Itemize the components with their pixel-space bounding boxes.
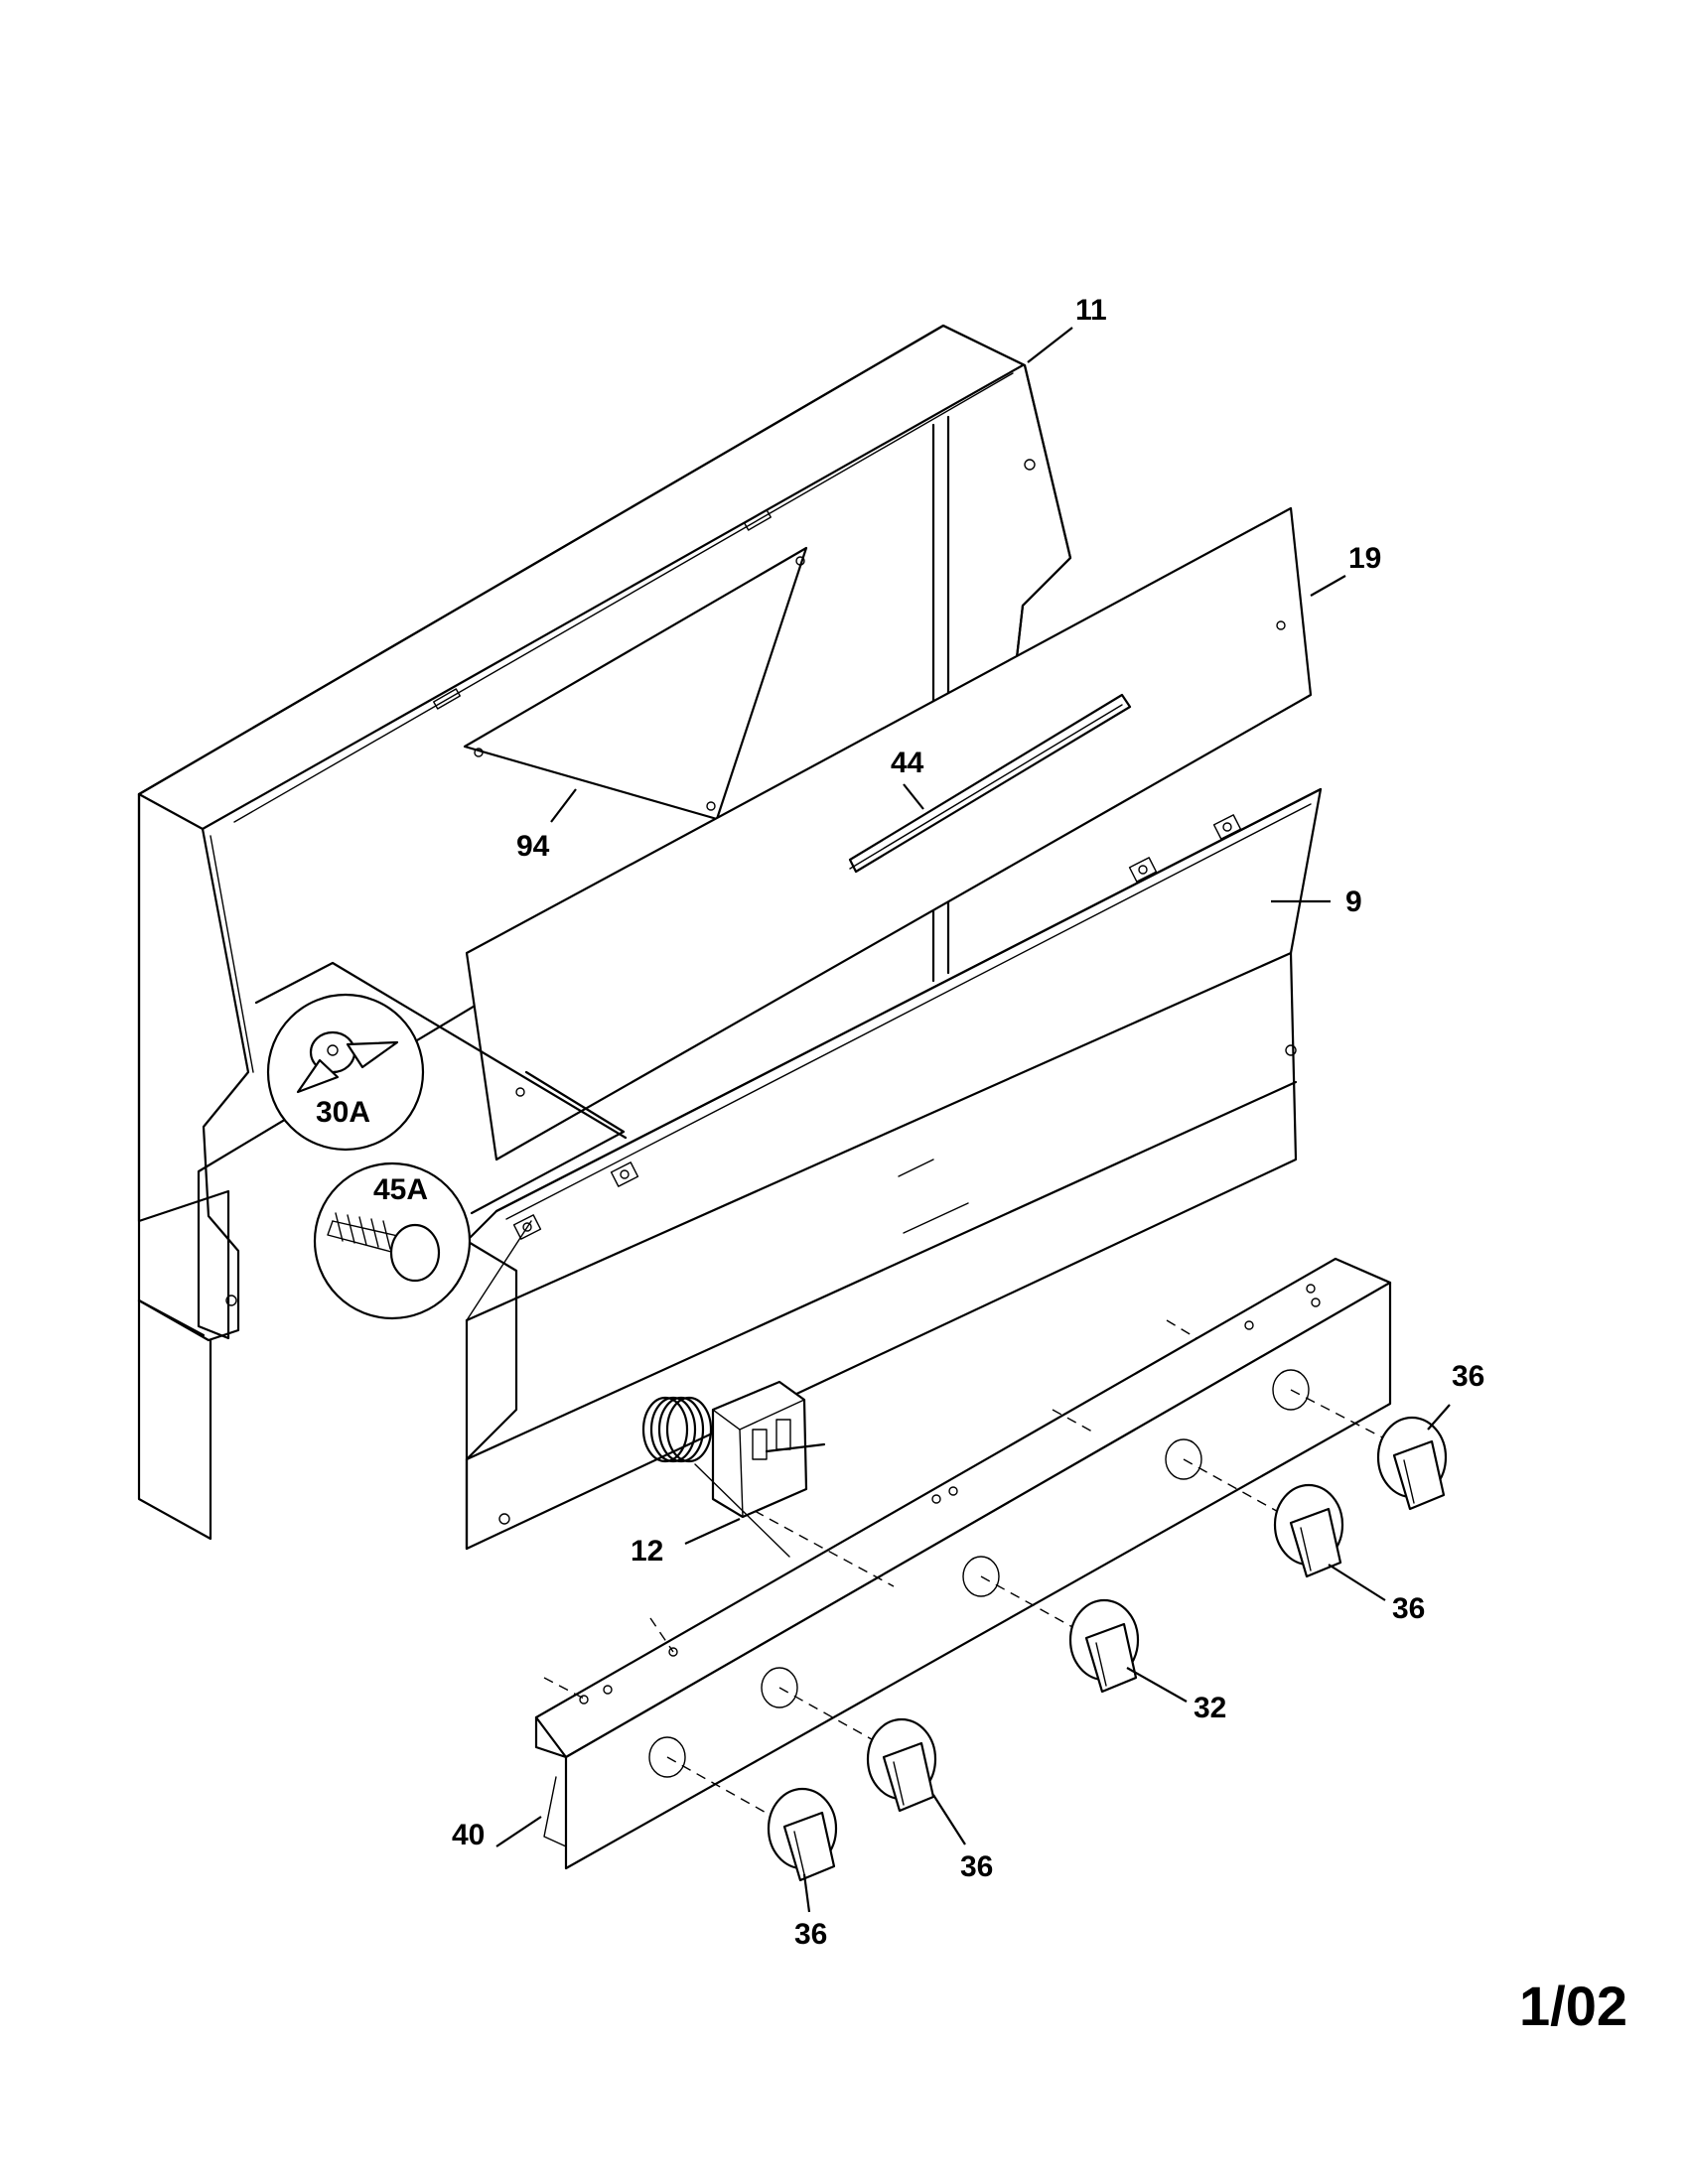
callout-30a	[254, 961, 628, 1152]
alignment-lines	[543, 1319, 1391, 1816]
label-part-9: 9	[1345, 886, 1362, 918]
leader-lines	[495, 327, 1451, 1913]
knob-32	[1068, 1598, 1140, 1694]
label-part-11: 11	[1075, 294, 1107, 327]
label-part-30a: 30A	[316, 1096, 370, 1129]
manifold-panel-9	[465, 787, 1323, 1551]
front-manifold-40	[534, 1257, 1392, 1870]
label-part-12: 12	[631, 1535, 663, 1568]
label-part-36-d: 36	[794, 1918, 827, 1951]
page-number: 1/02	[1519, 1975, 1627, 2037]
knob-36-front-mid	[866, 1717, 937, 1813]
thermostat-12	[641, 1380, 826, 1558]
label-part-19: 19	[1348, 542, 1381, 575]
label-part-44: 44	[891, 747, 924, 779]
label-part-32: 32	[1194, 1692, 1226, 1724]
label-part-40: 40	[452, 1819, 485, 1851]
knob-36-right-top	[1376, 1416, 1448, 1511]
label-part-36-c: 36	[960, 1850, 993, 1883]
callout-45a	[313, 1070, 626, 1320]
knob-36-front-left	[767, 1787, 838, 1882]
label-part-45a: 45A	[373, 1173, 428, 1206]
label-part-36-a: 36	[1452, 1360, 1484, 1393]
bracket-plate-94	[463, 546, 808, 821]
control-panel-19	[465, 506, 1313, 1161]
label-part-36-b: 36	[1392, 1592, 1425, 1625]
label-part-94: 94	[516, 830, 550, 863]
knob-36-right-mid	[1273, 1483, 1344, 1578]
trim-strip-44	[848, 693, 1132, 874]
